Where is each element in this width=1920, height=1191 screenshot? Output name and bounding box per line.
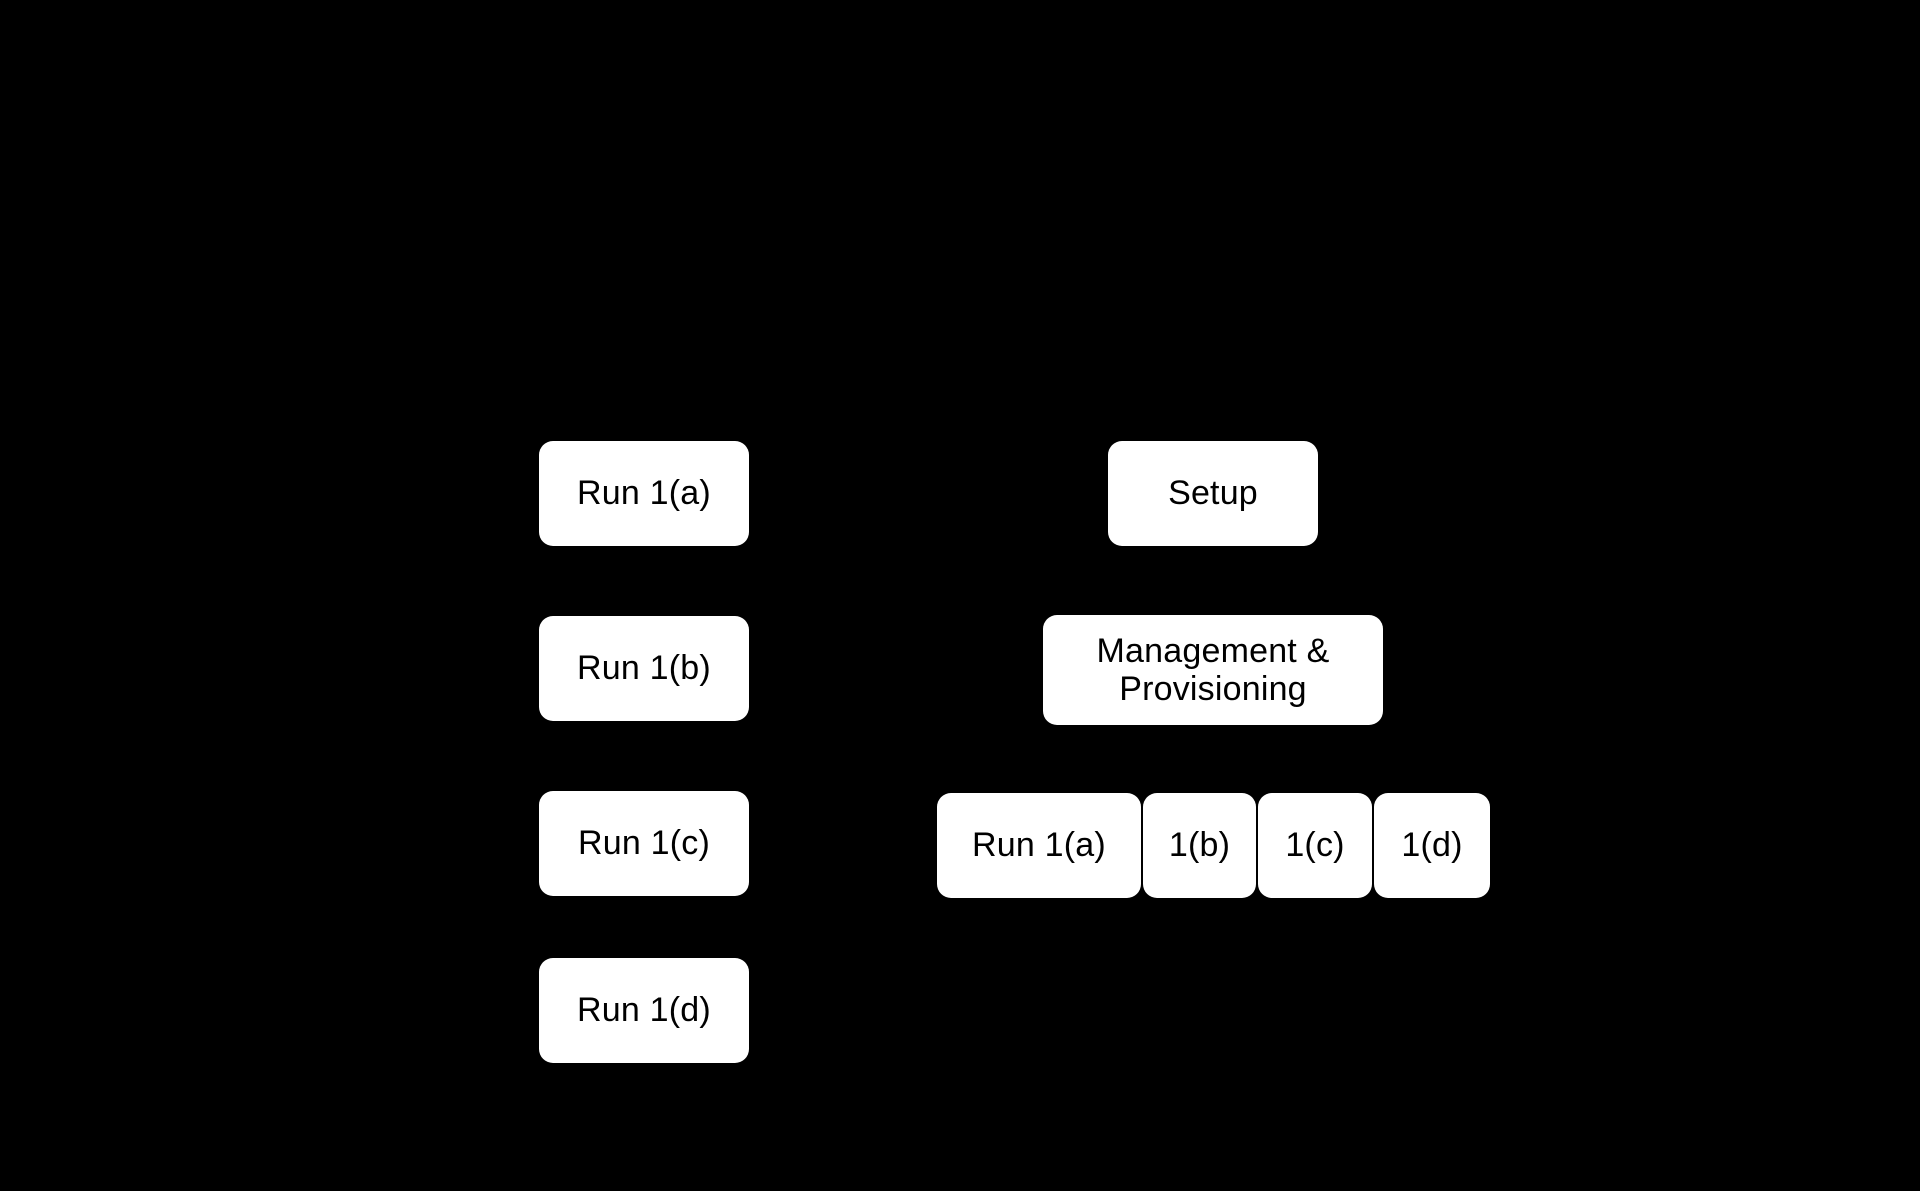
node-label: Run 1(b) bbox=[577, 649, 711, 688]
node-left-run-1a[interactable]: Run 1(a) bbox=[539, 441, 749, 546]
node-label: Run 1(d) bbox=[577, 991, 711, 1030]
node-label: Run 1(c) bbox=[578, 824, 710, 863]
node-label: Run 1(a) bbox=[972, 826, 1106, 865]
node-left-run-1b[interactable]: Run 1(b) bbox=[539, 616, 749, 721]
node-management-provisioning[interactable]: Management & Provisioning bbox=[1043, 615, 1383, 725]
node-left-run-1c[interactable]: Run 1(c) bbox=[539, 791, 749, 896]
node-left-run-1d[interactable]: Run 1(d) bbox=[539, 958, 749, 1063]
node-label: Run 1(a) bbox=[577, 474, 711, 513]
node-strip-run-1b[interactable]: 1(b) bbox=[1143, 793, 1256, 898]
node-strip-run-1a[interactable]: Run 1(a) bbox=[937, 793, 1141, 898]
node-label: Setup bbox=[1168, 474, 1258, 513]
node-label: 1(c) bbox=[1285, 826, 1345, 865]
node-label: Management & Provisioning bbox=[1096, 631, 1330, 708]
node-strip-run-1d[interactable]: 1(d) bbox=[1374, 793, 1490, 898]
node-label: 1(b) bbox=[1168, 826, 1231, 865]
node-strip-run-1c[interactable]: 1(c) bbox=[1258, 793, 1372, 898]
node-setup[interactable]: Setup bbox=[1108, 441, 1318, 546]
node-label: 1(d) bbox=[1401, 826, 1463, 865]
